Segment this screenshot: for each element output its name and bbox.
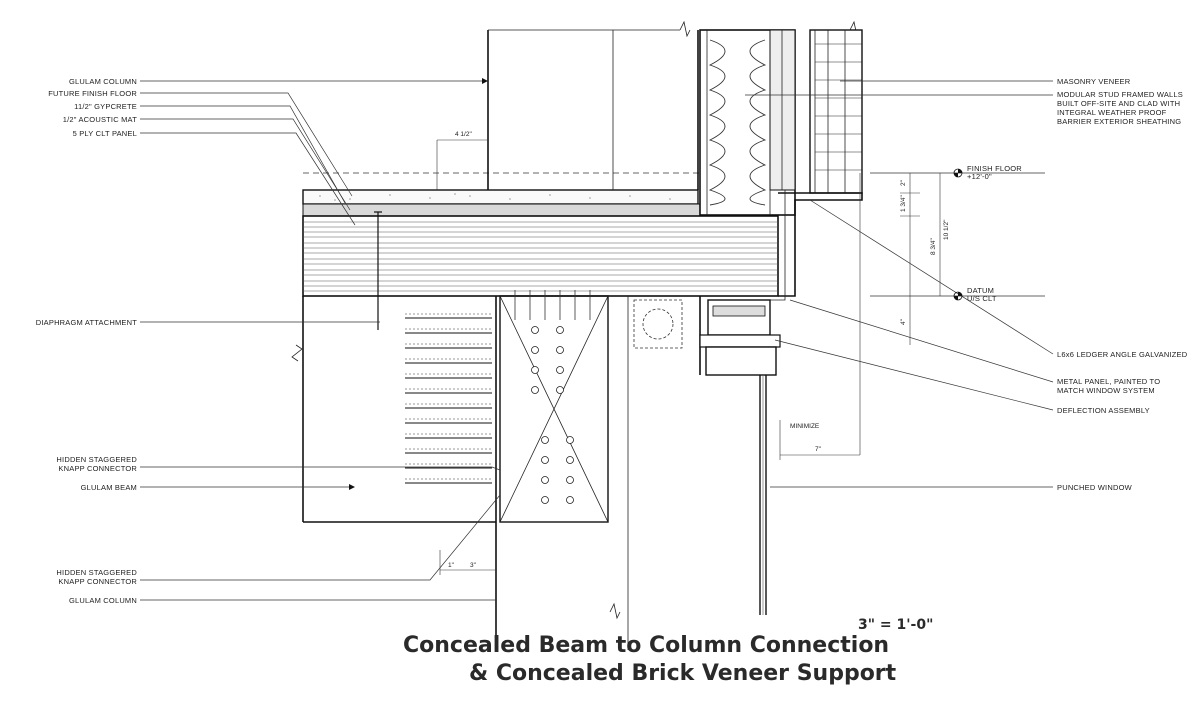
drawing-scale: 3" = 1'-0"	[858, 617, 934, 633]
dim-4: 4"	[900, 318, 907, 325]
dim-minimize: MINIMIZE	[790, 423, 820, 430]
label-us-clt: U/S CLT	[967, 294, 997, 303]
dim-1: 1"	[448, 562, 455, 569]
dimension-texts: 4 1/2" 2" 1 3/4" 8 3/4" 10 1/2" 4" MINIM…	[448, 131, 950, 569]
window-head	[633, 299, 781, 615]
label-finish-floor-elev: +12'-0"	[967, 172, 992, 181]
drawing-title-line-1: Concealed Beam to Column Connection	[403, 633, 890, 658]
label-clt-panel: 5 PLY CLT PANEL	[73, 129, 137, 138]
label-diaphragm-attachment: DIAPHRAGM ATTACHMENT	[36, 318, 137, 327]
label-modular-stud-1: MODULAR STUD FRAMED WALLS	[1057, 90, 1183, 99]
label-masonry-veneer: MASONRY VENEER	[1057, 77, 1131, 86]
dim-4-half: 4 1/2"	[455, 131, 472, 138]
dim-8-3-4: 8 3/4"	[930, 238, 937, 255]
leaders-left	[140, 80, 501, 601]
label-glulam-column-bottom: GLULAM COLUMN	[69, 596, 137, 605]
label-ledger-angle: L6x6 LEDGER ANGLE GALVANIZED	[1057, 350, 1188, 359]
dim-10-half: 10 1/2"	[943, 219, 950, 240]
label-finish-floor: FINISH FLOOR	[967, 164, 1022, 173]
dim-7: 7"	[815, 446, 822, 453]
label-glulam-column-top: GLULAM COLUMN	[69, 77, 137, 86]
label-metal-panel-2: MATCH WINDOW SYSTEM	[1057, 386, 1155, 395]
label-modular-stud-3: INTEGRAL WEATHER PROOF	[1057, 108, 1167, 117]
dim-3: 3"	[470, 562, 477, 569]
clt-floor-slab	[302, 172, 779, 297]
datum-markers	[953, 168, 963, 301]
dimension-lines	[436, 139, 941, 575]
label-modular-stud-4: BARRIER EXTERIOR SHEATHING	[1057, 117, 1181, 126]
label-gypcrete: 11/2" GYPCRETE	[74, 102, 137, 111]
drawing-title-line-2: & Concealed Brick Veneer Support	[469, 661, 897, 686]
leaders-right	[745, 80, 1054, 488]
label-metal-panel-1: METAL PANEL, PAINTED TO	[1057, 377, 1160, 386]
labels-left: GLULAM COLUMN FUTURE FINISH FLOOR 11/2" …	[36, 77, 137, 605]
label-future-finish-floor: FUTURE FINISH FLOOR	[48, 89, 137, 98]
label-punched-window: PUNCHED WINDOW	[1057, 483, 1133, 492]
dim-2: 2"	[900, 179, 907, 186]
label-knapp-connector-2: KNAPP CONNECTOR	[58, 577, 137, 586]
masonry-veneer	[770, 29, 863, 301]
label-modular-stud-2: BUILT OFF-SITE AND CLAD WITH	[1057, 99, 1180, 108]
label-datum: DATUM	[967, 286, 994, 295]
glulam-column-lower	[495, 290, 701, 650]
diaphragm-screw	[374, 211, 382, 330]
label-hidden-staggered-2: HIDDEN STAGGERED	[56, 568, 137, 577]
stud-wall	[699, 20, 861, 216]
label-glulam-beam: GLULAM BEAM	[81, 483, 137, 492]
glulam-column-upper	[487, 20, 699, 190]
label-hidden-staggered-1: HIDDEN STAGGERED	[56, 455, 137, 464]
label-knapp-connector-1: KNAPP CONNECTOR	[58, 464, 137, 473]
glulam-beam	[291, 296, 496, 523]
labels-right: MASONRY VENEER MODULAR STUD FRAMED WALLS…	[967, 77, 1188, 492]
knapp-connector-screws	[405, 317, 492, 484]
label-acoustic-mat: 1/2" ACOUSTIC MAT	[63, 115, 137, 124]
label-deflection-assembly: DEFLECTION ASSEMBLY	[1057, 406, 1150, 415]
dim-1-3-4: 1 3/4"	[900, 195, 907, 212]
